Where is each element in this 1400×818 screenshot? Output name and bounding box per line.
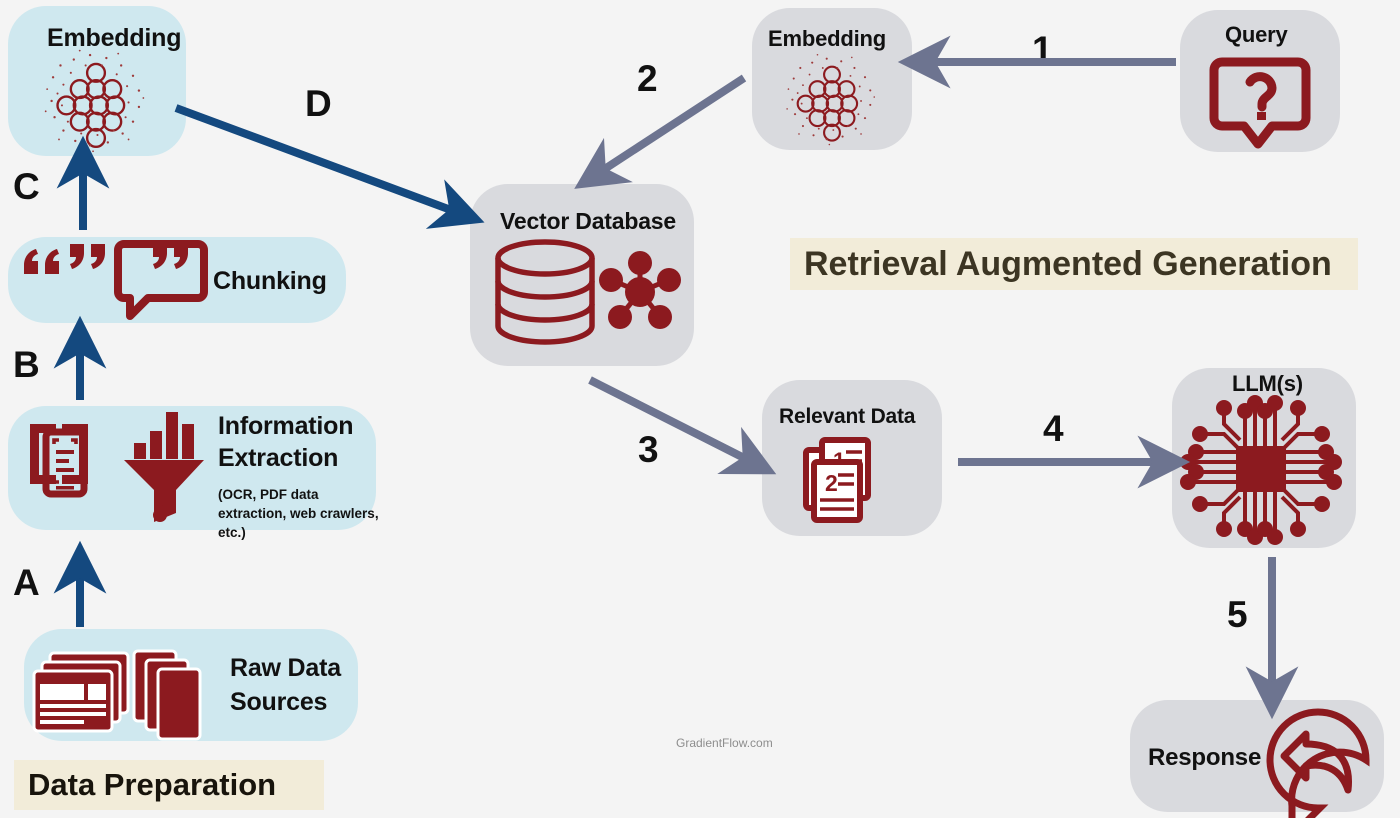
watermark: GradientFlow.com xyxy=(676,736,773,750)
node-vector-database-label: Vector Database xyxy=(500,208,676,234)
node-information-extraction-label: Information Extraction xyxy=(218,412,354,472)
node-chunking-label: Chunking xyxy=(213,267,327,295)
arrow-step-3 xyxy=(588,376,777,475)
step-label-4: 4 xyxy=(1043,408,1064,449)
documents-stack-icon xyxy=(32,649,202,741)
step-label-5: 5 xyxy=(1227,594,1248,635)
step-label-c: C xyxy=(13,166,40,207)
neural-network-icon xyxy=(43,48,146,154)
database-cylinder-icon xyxy=(599,251,681,329)
database-cylinder-icon xyxy=(495,239,595,345)
node-information-extraction-sublabel: (OCR, PDF data extraction, web crawlers,… xyxy=(218,487,379,540)
rag-banner: Retrieval Augmented Generation xyxy=(790,238,1358,290)
rag-banner-label: Retrieval Augmented Generation xyxy=(804,244,1332,283)
question-bubble-icon xyxy=(1209,57,1311,149)
scanner-funnel-icon xyxy=(30,424,88,498)
arrow-step-2 xyxy=(574,74,747,189)
data-preparation-banner: Data Preparation xyxy=(14,760,324,810)
step-label-a: A xyxy=(13,562,40,603)
scanner-funnel-icon xyxy=(124,412,204,522)
step-label-2: 2 xyxy=(637,58,658,99)
node-query-label: Query xyxy=(1225,22,1288,47)
reply-bubble-icon xyxy=(1266,708,1370,818)
node-raw-data-sources-label: Raw Data Sources xyxy=(230,654,341,716)
neural-network-icon xyxy=(785,52,877,147)
step-label-d: D xyxy=(305,83,332,124)
step-label-3: 3 xyxy=(638,429,659,470)
data-preparation-banner-label: Data Preparation xyxy=(28,767,277,802)
node-llm-label: LLM(s) xyxy=(1232,371,1303,396)
step-label-b: B xyxy=(13,344,40,385)
node-relevant-data-label: Relevant Data xyxy=(779,405,916,428)
quote-bubble-icon xyxy=(24,240,208,320)
numbered-documents-icon: 3 1 2 xyxy=(803,437,871,523)
node-response-label: Response xyxy=(1148,744,1262,771)
arrow-step-d xyxy=(174,104,485,229)
cpu-chip-icon xyxy=(1180,395,1342,545)
svg-text:2: 2 xyxy=(825,470,838,496)
node-embedding-right-label: Embedding xyxy=(768,26,886,51)
node-embedding-left-label: Embedding xyxy=(47,24,182,52)
